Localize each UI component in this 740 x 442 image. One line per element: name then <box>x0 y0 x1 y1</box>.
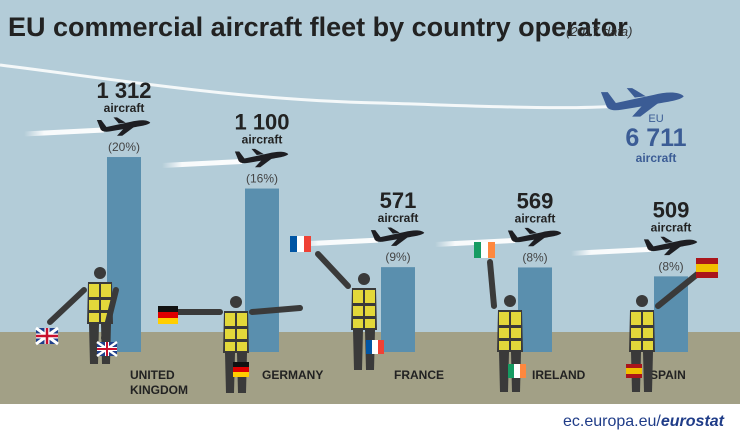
category-label-1: GERMANY <box>262 368 323 382</box>
share-label-4: (8%) <box>658 259 683 273</box>
contrail-1 <box>161 159 243 169</box>
eu-total-unit: aircraft <box>636 151 677 165</box>
value-label-4: 509 <box>653 197 690 222</box>
flag-france-small-icon <box>366 340 384 354</box>
eu-contrail <box>0 63 621 110</box>
unit-label-2: aircraft <box>378 211 419 225</box>
bars-layer <box>107 157 688 352</box>
value-label-0: 1 312 <box>96 78 151 103</box>
share-label-3: (8%) <box>522 250 547 264</box>
source-bold: eurostat <box>661 413 725 430</box>
eu-total-label: EU <box>648 113 663 125</box>
bar-3 <box>518 267 552 352</box>
unit-label-3: aircraft <box>515 211 556 225</box>
contrail-4 <box>570 246 652 256</box>
category-label-2: FRANCE <box>394 368 444 382</box>
flag-germany-small-icon <box>233 362 249 377</box>
bar-2 <box>381 267 415 352</box>
category-label-3: IRELAND <box>532 368 586 382</box>
marshaller-es <box>626 258 718 392</box>
marshaller-ie <box>474 242 526 392</box>
category-label-4: SPAIN <box>650 368 686 382</box>
flag-ireland-icon <box>474 242 495 258</box>
category-label-0-1: KINGDOM <box>130 383 188 397</box>
marshaller-uk <box>35 267 119 364</box>
flag-spain-icon <box>696 258 718 278</box>
people-layer <box>35 236 718 393</box>
eu-total-value: 6 711 <box>625 124 686 152</box>
unit-label-0: aircraft <box>104 101 145 115</box>
flag-germany-icon <box>158 306 178 324</box>
flag-uk-icon <box>35 326 59 346</box>
source-plain: ec.europa.eu/ <box>563 413 661 430</box>
value-label-3: 569 <box>517 188 554 213</box>
category-label-0-0: UNITED <box>130 368 175 382</box>
page-title: EU commercial aircraft fleet by country … <box>8 12 628 42</box>
marshaller-de <box>158 296 303 393</box>
share-label-0: (20%) <box>108 140 140 154</box>
contrail-2 <box>297 237 379 247</box>
value-label-2: 571 <box>380 188 417 213</box>
contrail-0 <box>23 127 105 137</box>
footer-background <box>0 404 740 437</box>
source-credit: ec.europa.eu/eurostat <box>563 413 725 430</box>
flag-uk-small-icon <box>96 340 118 358</box>
unit-label-4: aircraft <box>651 220 692 234</box>
value-label-1: 1 100 <box>234 110 289 135</box>
share-label-2: (9%) <box>385 250 410 264</box>
share-label-1: (16%) <box>246 172 278 186</box>
unit-label-1: aircraft <box>242 133 283 147</box>
flag-spain-small-icon <box>626 364 642 378</box>
page-subtitle: (2017 data) <box>566 24 633 39</box>
flag-france-icon <box>290 236 311 252</box>
marshaller-fr <box>290 236 384 370</box>
eu-total-group: EU 6 711 aircraft <box>600 88 687 165</box>
flag-ireland-small-icon <box>508 364 526 378</box>
svg-text:ec.europa.eu/eurostat: ec.europa.eu/eurostat <box>563 413 725 430</box>
bar-1 <box>245 188 279 352</box>
